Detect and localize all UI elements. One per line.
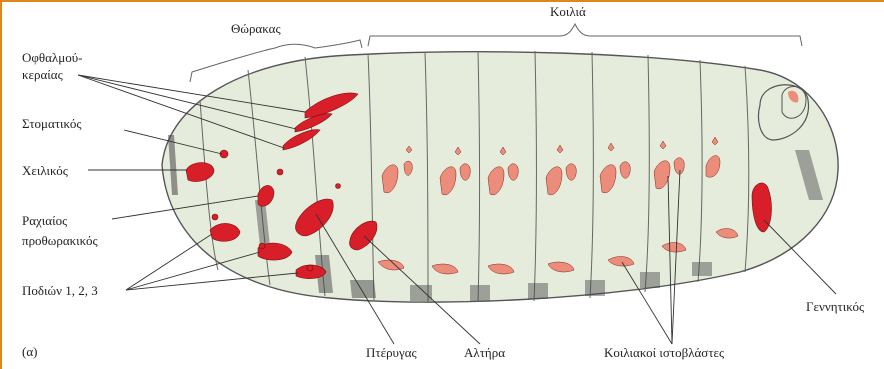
stipple-band xyxy=(470,285,490,301)
small-disc-dot xyxy=(212,214,218,220)
label-labial: Χειλικός xyxy=(22,163,69,178)
stipple-band xyxy=(692,262,712,276)
stipple-band xyxy=(585,280,605,296)
label-wing: Πτέρυγας xyxy=(366,345,418,360)
label-eye-antenna-line2: κεραίας xyxy=(22,67,64,82)
leader-leg-1 xyxy=(126,234,212,290)
label-mouth: Στοματικός xyxy=(22,116,82,131)
small-disc-dot xyxy=(259,243,265,249)
label-genital: Γεννητικός xyxy=(806,299,865,314)
stipple-band xyxy=(640,272,660,288)
small-disc-dot xyxy=(336,184,341,189)
label-legs: Ποδιών 1, 2, 3 xyxy=(22,283,98,298)
label-haltere: Αλτήρα xyxy=(464,345,505,360)
label-prothoracic-line2: προθωρακικός xyxy=(22,233,98,248)
stipple-band xyxy=(350,280,376,298)
small-disc-dot xyxy=(307,265,313,271)
small-disc-dot xyxy=(277,169,283,175)
label-abdomen: Κοιλιά xyxy=(550,4,586,19)
stipple-band xyxy=(410,285,432,301)
label-thorax: Θώρακας xyxy=(231,21,281,36)
stipple-band xyxy=(528,283,548,299)
abdomen-bracket xyxy=(368,24,802,46)
leg-disc-1 xyxy=(210,223,240,241)
label-abdominal-histoblasts: Κοιλιακοί ιστοβλάστες xyxy=(604,345,725,360)
label-prothoracic-line1: Ραχιαίος xyxy=(22,213,68,228)
label-eye-antenna-line1: Οφθαλμού- xyxy=(22,50,82,65)
panel-letter: (α) xyxy=(22,344,37,359)
